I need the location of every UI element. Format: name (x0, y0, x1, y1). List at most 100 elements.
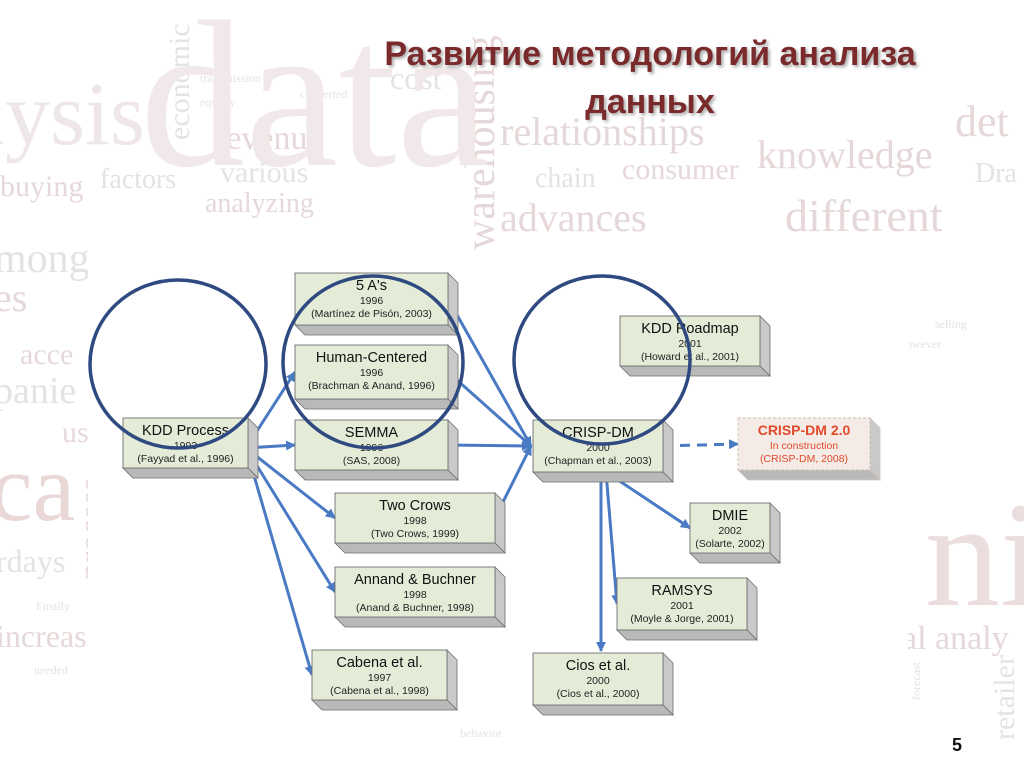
node-box (294, 344, 449, 400)
bg-word: different (785, 190, 943, 241)
node-box (334, 492, 496, 544)
node-bottom-face (737, 469, 881, 481)
node-reference: (Chapman et al., 2003) (544, 455, 651, 467)
node-year: 1996 (360, 295, 384, 307)
node-bottom-face (616, 629, 758, 641)
node-bottom-face (122, 467, 259, 479)
edge-arrow (446, 298, 533, 447)
node-year: 1998 (403, 515, 427, 527)
highlight-circle (88, 278, 268, 450)
slide-title-line: Развитие методологий анализа (384, 35, 916, 73)
node-bottom-face (294, 398, 459, 410)
bg-word: buying (0, 170, 84, 203)
bg-word: needed (34, 663, 68, 677)
node-bottom-face (294, 469, 459, 481)
bg-word: Finally (36, 599, 71, 613)
node-bottom-face (619, 365, 771, 377)
node-name: Two Crows (379, 498, 451, 514)
bg-word: however (900, 337, 942, 351)
bg-word: relationships (500, 109, 705, 154)
node-bottom-face (689, 552, 781, 564)
edge-arrow (244, 447, 337, 593)
diagram-backdrop (88, 262, 908, 722)
page-number: 5 (952, 735, 963, 755)
bg-word: converted (300, 87, 348, 101)
bg-word: panie (0, 370, 77, 412)
node-reference: (Cabena et al., 1998) (330, 685, 429, 697)
highlight-circle (512, 274, 692, 446)
bg-word: selling (935, 317, 967, 331)
node-reference: (SAS, 2008) (343, 455, 400, 467)
node-year: 2002 (718, 525, 742, 537)
node-box (294, 419, 449, 471)
node-name: KDD Roadmap (641, 321, 739, 337)
node-reference: (Fayyad et al., 1996) (137, 453, 233, 465)
node-bottom-face (334, 616, 506, 628)
edge-arrow (244, 447, 315, 676)
node-bottom-face (532, 471, 674, 483)
node-side-face (662, 652, 674, 716)
node-name: Human-Centered (316, 350, 427, 366)
node-name: SEMMA (345, 425, 399, 441)
bg-word: increase (0, 618, 101, 654)
bg-word: nir (925, 472, 1024, 638)
bg-word: knowledge (757, 132, 933, 177)
edge-arrow (447, 370, 532, 448)
highlight-circle (281, 274, 465, 450)
node-side-face (746, 577, 758, 641)
method-node: Cabena et al.1997(Cabena et al., 1998) (311, 649, 458, 711)
bg-word: analyzing (205, 188, 314, 219)
bg-word: chain (535, 163, 596, 194)
bg-word: al analy (902, 620, 1009, 657)
method-node: CRISP-DM 2.0In construction(CRISP-DM, 20… (737, 417, 881, 481)
node-year: 1996 (360, 367, 384, 379)
node-name: Annand & Buchner (354, 572, 476, 588)
highlight-circles (88, 274, 692, 450)
node-year: In construction (770, 440, 838, 452)
method-node: Cios et al.2000(Cios et al., 2000) (532, 652, 674, 716)
node-name: KDD Process (142, 423, 229, 439)
node-reference: (Anand & Buchner, 1998) (356, 602, 474, 614)
bg-word: data (140, 0, 490, 211)
node-reference: (Brachman & Anand, 1996) (308, 380, 435, 392)
node-box (689, 502, 771, 554)
node-year: 1998 (403, 589, 427, 601)
node-side-face (869, 417, 881, 481)
bg-word: det (955, 97, 1009, 146)
bg-word: various (220, 156, 309, 189)
node-name: CRISP-DM (562, 425, 634, 441)
node-bottom-face (334, 542, 506, 554)
bg-word: acce (20, 338, 74, 371)
node-reference: (Cios et al., 2000) (557, 688, 640, 700)
node-reference: (Martínez de Pisón, 2003) (311, 308, 432, 320)
node-side-face (662, 419, 674, 483)
node-reference: (Moyle & Jorge, 2001) (630, 613, 733, 625)
node-name: Cios et al. (566, 658, 630, 674)
bg-word: cost (390, 60, 442, 96)
edge-arrow (604, 471, 622, 605)
edge-arrow (662, 439, 739, 450)
bg-word: ca (0, 434, 76, 541)
bg-word: equally (200, 95, 236, 109)
node-reference: (Solarte, 2002) (695, 538, 764, 550)
node-name: CRISP-DM 2.0 (758, 422, 851, 438)
bg-word: advances (500, 195, 647, 240)
node-name: Cabena et al. (336, 655, 422, 671)
node-name: RAMSYS (651, 583, 712, 599)
node-box (737, 417, 871, 471)
node-bottom-face (294, 324, 459, 336)
bg-word: es (0, 275, 28, 320)
slide-title-line: данных (585, 83, 715, 121)
node-box (532, 419, 664, 473)
bg-word: factors (100, 164, 177, 195)
edge-arrow (245, 446, 336, 520)
node-box (311, 649, 448, 701)
